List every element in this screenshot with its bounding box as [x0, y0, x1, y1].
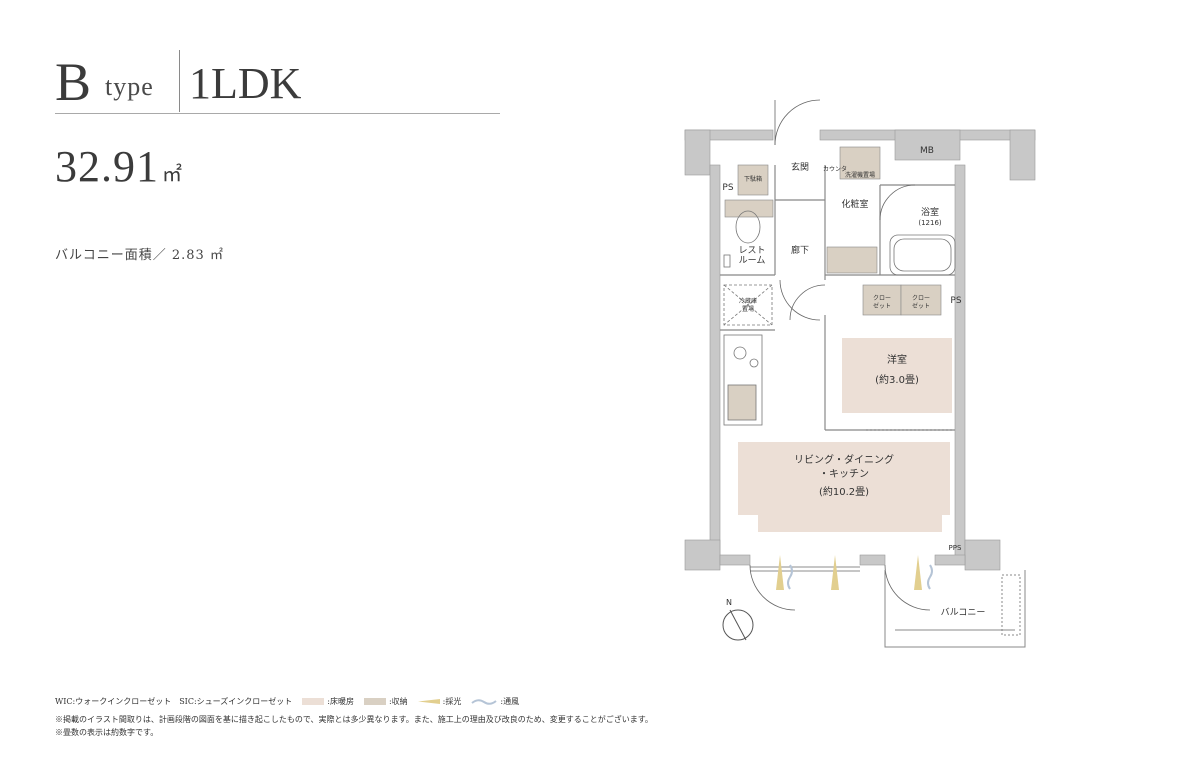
compass: N: [722, 598, 754, 641]
doors: [749, 99, 931, 611]
ldk-label-2: ・キッチン: [819, 468, 869, 480]
heating-swatch: [302, 698, 325, 705]
closet-1-label-b: ゼット: [873, 302, 891, 310]
light-wind-markers: [776, 555, 933, 590]
balcony-outline: [884, 570, 1026, 648]
plan-type: 1LDK: [189, 59, 302, 108]
header-underline: [55, 113, 500, 114]
header-divider: [179, 50, 180, 112]
mb-label: MB: [920, 146, 934, 156]
closet-1-label-a: クロー: [873, 295, 891, 302]
ldk-size: (約10.2畳): [819, 485, 869, 498]
closet-2-label-b: ゼット: [912, 302, 930, 310]
partitions: [720, 165, 955, 431]
note-tatami: ※畳数の表示は約数字です。: [55, 728, 159, 737]
legend-heating: :床暖房: [327, 697, 354, 706]
ldk-heated-floor: [738, 442, 950, 532]
restroom-label-2: ルーム: [739, 255, 766, 266]
fridge-label-2: 置場: [742, 305, 754, 313]
note-disclaimer: ※掲載のイラスト間取りは、計画段階の図面を基に描き起こしたもので、実際とは多少異…: [55, 715, 653, 724]
compass-north-label: N: [726, 598, 732, 607]
balcony-label: バルコニー: [941, 607, 986, 618]
keshoushitsu-label: 化粧室: [841, 198, 868, 210]
balcony-area: バルコニー面積／ 2.83 ㎡: [55, 248, 224, 263]
type-letter: B: [55, 52, 92, 112]
floor-area-unit: ㎡: [162, 164, 183, 186]
ps-left-label: PS: [722, 183, 733, 193]
legend-storage: :収納: [388, 697, 408, 706]
wind-icon: [471, 699, 498, 705]
fixtures: [723, 210, 956, 426]
closet-2-label-a: クロー: [912, 295, 930, 302]
storage-areas: [724, 146, 942, 316]
ps-right-label: PS: [950, 296, 961, 306]
restroom-label-1: レスト: [738, 246, 765, 256]
yokushitsu-label: 浴室: [921, 206, 939, 218]
shoes-label: 下駄箱: [744, 175, 762, 183]
counter-label: カウンタ: [823, 165, 847, 173]
ldk-label-1: リビング・ダイニング: [794, 453, 894, 466]
legend-light: :採光: [442, 697, 462, 706]
light-icon: [417, 699, 440, 704]
legend: WIC:ウォークインクローゼット SIC:シューズインクローゼット :床暖房 :…: [55, 696, 519, 707]
legend-abbreviations: WIC:ウォークインクローゼット SIC:シューズインクローゼット: [55, 697, 293, 706]
windows: [750, 429, 952, 572]
genkan-label: 玄関: [791, 161, 809, 173]
youshitsu-label: 洋室: [887, 353, 907, 366]
walls: [684, 129, 1036, 571]
yokushitsu-size: (1216): [918, 219, 942, 227]
youshitsu-size: (約3.0畳): [875, 373, 919, 386]
washer-label: 洗濯機置場: [845, 171, 875, 179]
rouka-label: 廊下: [791, 244, 809, 256]
floor-plan: N MB PS PS PPS 玄関 化粧室 浴室 (1216) レスト ルーム …: [684, 99, 1036, 648]
legend-wind: :通風: [500, 697, 520, 706]
type-word: type: [105, 72, 154, 101]
youshitsu-heated-floor: [842, 338, 952, 413]
pps-label: PPS: [949, 544, 962, 552]
floor-area-value: 32.91: [55, 142, 159, 191]
fridge-label-1: 冷蔵庫: [739, 297, 757, 305]
type-header: B type 1LDK: [55, 50, 500, 114]
storage-swatch: [363, 698, 386, 705]
